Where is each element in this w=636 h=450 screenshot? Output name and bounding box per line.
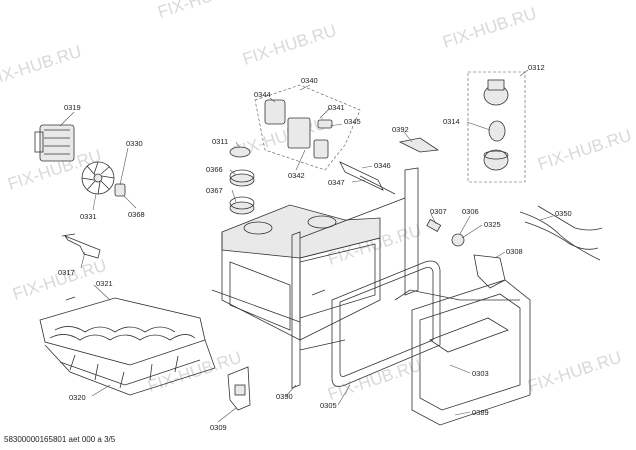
lamp-kit xyxy=(467,71,526,183)
oven-cavity xyxy=(211,204,381,351)
watermark-layer: FIX-HUB.RU FIX-HUB.RU FIX-HUB.RU FIX-HUB… xyxy=(0,0,634,404)
watermark: FIX-HUB.RU xyxy=(535,126,633,174)
cable-harness xyxy=(519,205,603,261)
watermark: FIX-HUB.RU xyxy=(525,348,623,396)
part-label-0347: 0347 xyxy=(328,178,345,187)
door-panel xyxy=(394,279,531,426)
part-label-0325: 0325 xyxy=(484,220,501,229)
bracket-small xyxy=(227,366,251,411)
temperature-sensor xyxy=(339,161,396,195)
part-label-0307: 0307 xyxy=(430,207,447,216)
watermark: FIX-HUB.RU xyxy=(240,21,338,69)
document-id-footer: 58300000165801 aet 000 a 3/5 xyxy=(4,435,116,444)
leader-lines xyxy=(59,69,554,423)
hinge-bracket xyxy=(473,254,506,289)
part-label-0368: 0368 xyxy=(128,210,145,219)
part-label-0366: 0366 xyxy=(206,165,223,174)
part-label-0330: 0330 xyxy=(126,139,143,148)
part-label-0311: 0311 xyxy=(212,137,228,146)
part-label-0305: 0305 xyxy=(320,401,337,410)
part-label-0346: 0346 xyxy=(374,161,391,170)
part-labels: 0319 0330 0331 0368 0317 0321 0320 0309 … xyxy=(58,63,572,432)
part-label-0308: 0308 xyxy=(506,247,523,256)
nut xyxy=(114,183,126,197)
part-label-0367: 0367 xyxy=(206,186,223,195)
part-label-0321: 0321 xyxy=(96,279,113,288)
part-label-0317: 0317 xyxy=(58,268,75,277)
front-frame xyxy=(291,167,419,389)
fan-wheel xyxy=(81,161,115,195)
part-label-0340: 0340 xyxy=(301,76,318,85)
sensor-group xyxy=(254,84,361,171)
fan-motor xyxy=(34,124,75,162)
part-label-0312: 0312 xyxy=(528,63,545,72)
part-label-0390: 0390 xyxy=(276,392,293,401)
watermark: FIX-HUB.RU xyxy=(440,4,538,52)
lamp-parts xyxy=(229,146,255,215)
watermark: FIX-HUB.RU xyxy=(0,42,84,90)
part-label-0314: 0314 xyxy=(443,117,460,126)
part-label-0331: 0331 xyxy=(80,212,97,221)
part-label-0306: 0306 xyxy=(462,207,479,216)
bracket xyxy=(61,233,101,259)
part-label-0345: 0345 xyxy=(344,117,361,126)
watermark: FIX-HUB.RU xyxy=(155,0,253,22)
cover xyxy=(398,137,440,153)
small-parts xyxy=(426,218,465,247)
part-label-0319: 0319 xyxy=(64,103,81,112)
part-label-0389: 0389 xyxy=(472,408,489,417)
part-label-0320: 0320 xyxy=(69,393,86,402)
part-label-0341: 0341 xyxy=(328,103,345,112)
part-label-0344: 0344 xyxy=(254,90,271,99)
part-label-0350: 0350 xyxy=(555,209,572,218)
part-label-0392: 0392 xyxy=(392,125,409,134)
door-frame xyxy=(311,260,441,387)
watermark: FIX-HUB.RU xyxy=(10,256,108,304)
part-label-0342: 0342 xyxy=(288,171,305,180)
part-label-0309: 0309 xyxy=(210,423,227,432)
grill-heater xyxy=(39,296,216,396)
part-label-0303: 0303 xyxy=(472,369,489,378)
